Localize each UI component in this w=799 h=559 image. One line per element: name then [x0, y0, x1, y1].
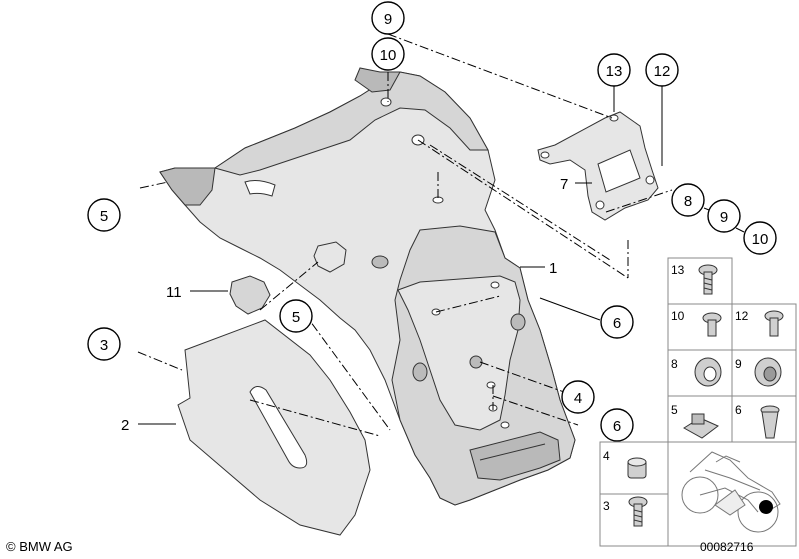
callout-label: 10 — [380, 47, 397, 64]
legend-label: 5 — [671, 403, 678, 417]
location-marker-icon — [759, 500, 773, 514]
legend-label: 13 — [671, 263, 685, 277]
callout-label: 12 — [654, 63, 671, 80]
callout-3: 3 — [87, 327, 121, 361]
callout-label: 6 — [613, 418, 621, 435]
plug-part — [229, 241, 347, 315]
legend-label: 8 — [671, 357, 678, 371]
legend-label: 10 — [671, 309, 685, 323]
callout-10-right: 10 — [743, 221, 777, 255]
callout-label: 4 — [574, 390, 582, 407]
legend-label: 9 — [735, 357, 742, 371]
callout-6-upper: 6 — [600, 305, 634, 339]
bracket-part — [537, 111, 659, 221]
callout-9-right: 9 — [707, 199, 741, 233]
label-2: 2 — [121, 417, 129, 434]
callout-label: 6 — [613, 315, 621, 332]
callout-label: 8 — [684, 193, 692, 210]
motorcycle-thumbnail-icon — [681, 451, 781, 533]
legend-label: 3 — [603, 499, 610, 513]
callout-label: 5 — [292, 309, 300, 326]
label-7: 7 — [560, 176, 568, 193]
rear-fender-part — [159, 67, 576, 506]
splash-guard-part — [177, 319, 371, 536]
callout-5-mid: 5 — [279, 299, 313, 333]
callout-9-top: 9 — [371, 1, 405, 35]
callout-13: 13 — [597, 53, 631, 87]
callout-10-top: 10 — [371, 37, 405, 71]
callout-5-left: 5 — [87, 198, 121, 232]
callout-8: 8 — [671, 183, 705, 217]
screw-icon — [702, 312, 722, 337]
callout-label: 13 — [606, 63, 623, 80]
assembly-lines — [137, 33, 673, 437]
grommet-icon — [694, 357, 722, 387]
spacer-nut-icon — [627, 457, 647, 479]
callout-label: 9 — [384, 11, 392, 28]
label-1: 1 — [549, 260, 557, 277]
expansion-rivet-icon — [760, 405, 780, 439]
screw-icon — [764, 310, 784, 337]
callout-label: 9 — [720, 209, 728, 226]
copyright-text: © BMW AG — [6, 539, 73, 554]
grommet-icon — [754, 357, 782, 387]
callout-4: 4 — [561, 380, 595, 414]
diagram-number: 00082716 — [700, 540, 754, 554]
clip-nut-icon — [683, 413, 719, 439]
screw-icon — [628, 496, 648, 527]
callout-12: 12 — [645, 53, 679, 87]
screw-icon — [698, 264, 718, 295]
parts-legend: 13 10 12 8 9 — [599, 257, 797, 547]
legend-label: 6 — [735, 403, 742, 417]
callout-6-lower: 6 — [600, 408, 634, 442]
callout-label: 5 — [100, 208, 108, 225]
label-11: 11 — [166, 284, 182, 301]
callout-label: 3 — [100, 337, 108, 354]
legend-label: 4 — [603, 449, 610, 463]
legend-label: 12 — [735, 309, 749, 323]
callout-label: 10 — [752, 231, 769, 248]
